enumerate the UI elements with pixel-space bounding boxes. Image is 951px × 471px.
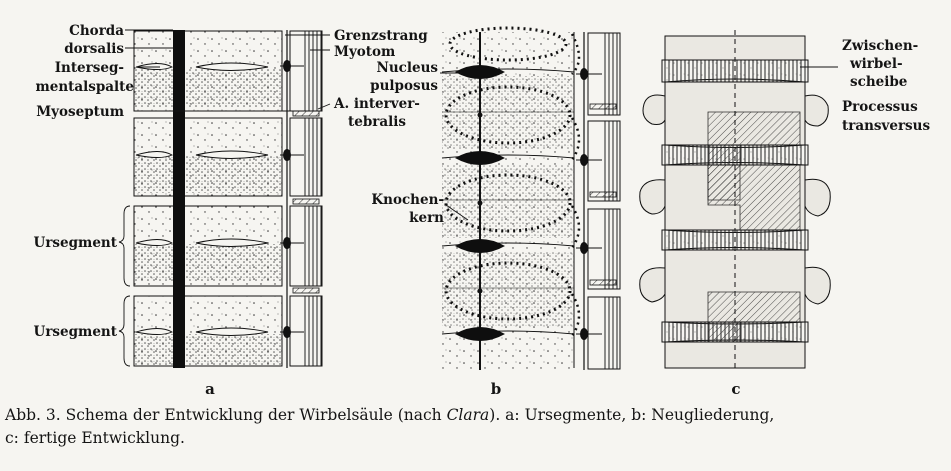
- panel-a-segments: [133, 30, 283, 367]
- transverse-processes: [639, 94, 831, 305]
- label-wirbel: wirbel-: [849, 56, 903, 72]
- panel-a-myotom-column: [280, 30, 323, 368]
- label-myoseptum: Myoseptum: [36, 104, 124, 120]
- processus-hatched-regions: [707, 111, 801, 343]
- label-grenzstrang: Grenzstrang: [334, 28, 428, 44]
- panel-letter-b: b: [491, 380, 502, 398]
- label-scheibe: scheibe: [850, 74, 907, 90]
- panel-b-myotom-column: [576, 32, 621, 370]
- panel-a: Chorda dorsalis Interseg- mentalspalte M…: [34, 23, 429, 398]
- figure-caption: Abb. 3. Schema der Entwicklung der Wirbe…: [5, 404, 945, 450]
- label-mentalspalte: mentalspalte: [35, 79, 134, 95]
- label-interseg: Interseg-: [55, 60, 124, 76]
- label-zwischen: Zwischen-: [842, 38, 918, 54]
- label-myotom: Myotom: [334, 44, 395, 60]
- label-ursegment-2: Ursegment: [34, 324, 118, 340]
- figure-diagram: Chorda dorsalis Interseg- mentalspalte M…: [34, 23, 931, 398]
- label-chorda: Chorda: [69, 23, 124, 39]
- caption-part1: Abb. 3. Schema der Entwicklung der Wirbe…: [5, 406, 447, 424]
- panel-c: Zwischen- wirbel- scheibe Processus tran…: [639, 30, 930, 398]
- label-tebralis: tebralis: [348, 114, 406, 130]
- chorda-dorsalis-bar: [173, 30, 185, 368]
- panel-b: Nucleus pulposus Knochen- kern b: [370, 26, 621, 398]
- label-a-interver: A. interver-: [333, 96, 420, 112]
- panel-letter-c: c: [731, 380, 740, 398]
- label-nucleus: Nucleus: [376, 60, 438, 76]
- caption-part2: ). a: Ursegmente, b: Neugliederung,: [489, 406, 775, 424]
- label-transversus: transversus: [842, 118, 930, 134]
- ursegment-brace-1: [118, 205, 131, 287]
- caption-line2: c: fertige Entwicklung.: [5, 429, 185, 447]
- label-ursegment-1: Ursegment: [34, 235, 118, 251]
- panel-b-segments: [441, 26, 581, 370]
- label-pulposus: pulposus: [370, 78, 438, 94]
- label-dorsalis: dorsalis: [64, 41, 124, 57]
- ursegment-brace-2: [118, 295, 131, 367]
- label-knochen: Knochen-: [371, 192, 444, 208]
- label-kern: kern: [409, 210, 444, 226]
- label-processus: Processus: [842, 99, 918, 115]
- nucleus-pulposus-shapes: [455, 65, 505, 341]
- caption-author: Clara: [446, 406, 490, 424]
- panel-letter-a: a: [205, 380, 215, 398]
